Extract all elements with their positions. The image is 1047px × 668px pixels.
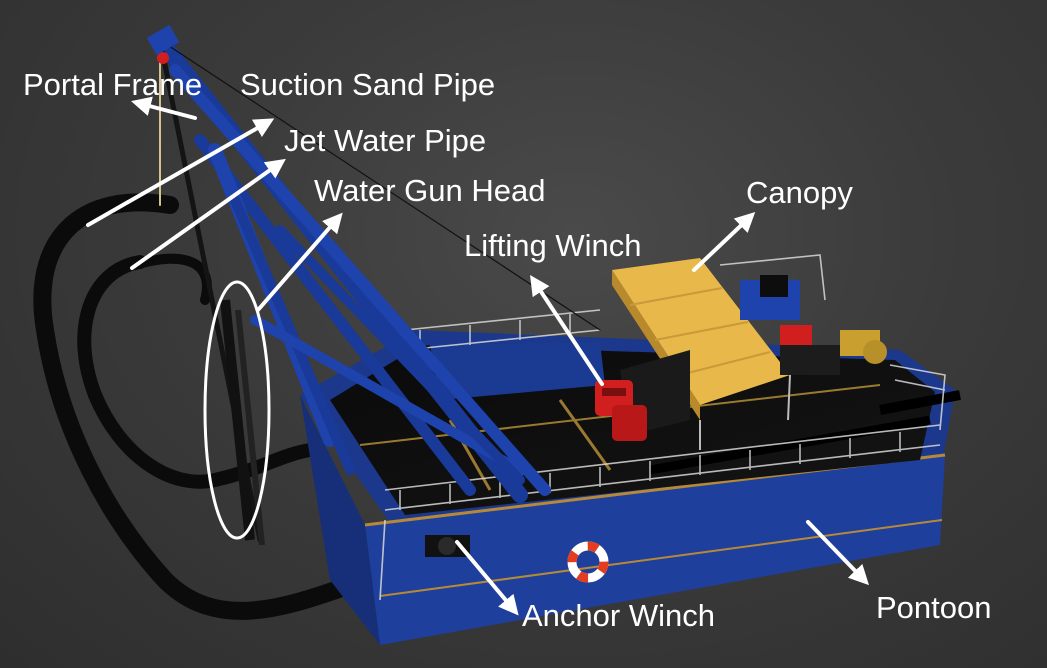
- lifting-winch: [595, 380, 647, 441]
- arrow-icon: [530, 274, 604, 386]
- discharge-hoses: [33, 193, 389, 620]
- label-portal-frame: Portal Frame: [23, 67, 203, 102]
- highlight-ellipse-icon: [203, 280, 271, 540]
- arrow-icon: [692, 212, 756, 272]
- label-pontoon: Pontoon: [876, 590, 992, 625]
- arrow-icon: [455, 540, 519, 616]
- label-lifting-winch: Lifting Winch: [464, 228, 642, 263]
- label-suction-sand-pipe: Suction Sand Pipe: [240, 67, 496, 102]
- engine-pump: [740, 275, 887, 375]
- label-anchor-winch: Anchor Winch: [522, 598, 715, 633]
- life-ring-icon: [567, 541, 609, 583]
- anchor-winch: [425, 535, 470, 557]
- label-jet-water-pipe: Jet Water Pipe: [284, 123, 487, 158]
- arrow-icon: [806, 520, 870, 586]
- label-canopy: Canopy: [746, 175, 853, 210]
- annotation-arrows: [86, 96, 870, 616]
- arrow-icon: [130, 158, 286, 270]
- arrow-icon: [86, 118, 275, 227]
- arrow-icon: [131, 96, 197, 120]
- arrow-icon: [256, 212, 343, 312]
- deck-railings: [379, 254, 946, 601]
- label-water-gun-head: Water Gun Head: [314, 173, 546, 208]
